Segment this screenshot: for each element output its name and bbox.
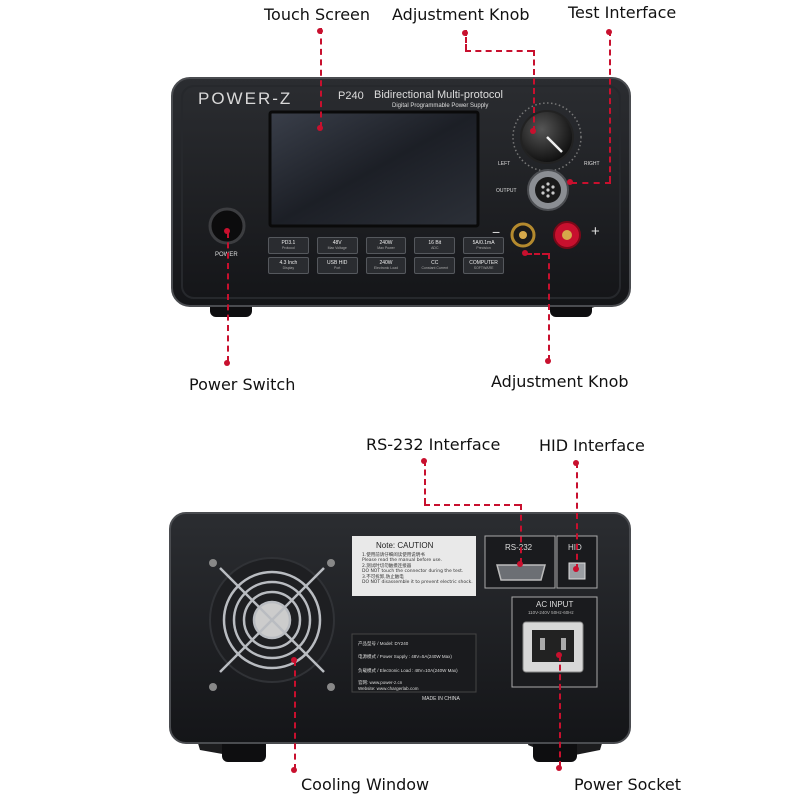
power-supply-line: 电源模式 / Power Supply : 48V=5A(240W Max) (358, 654, 452, 659)
spec-button-bottom: Display (282, 266, 295, 270)
hid-label: HID (568, 543, 582, 552)
rs232-port (496, 564, 546, 581)
callout-cooling-window: Cooling Window (301, 775, 430, 794)
knob-left-label: LEFT (498, 161, 511, 167)
product-line-2: Digital Programmable Power Supply (392, 103, 489, 109)
terminal-minus-label: − (492, 224, 501, 240)
spec-button-top: 16 Bit (428, 240, 442, 246)
spec-button-top: 240W (379, 260, 393, 266)
spec-button-bottom: ADC (431, 246, 439, 250)
caution-line: 1.使用前请仔细阅读使用说明书 (362, 553, 425, 558)
spec-button-bottom: Port (333, 266, 341, 270)
caution-title: Note: CAUTION (376, 541, 434, 550)
ac-input-title: AC INPUT (536, 600, 574, 609)
spec-button-top: COMPUTER (469, 260, 498, 266)
website-line-2: Website: www.chargerlab.com (358, 686, 419, 691)
spec-button-bottom: Constant Current (421, 266, 449, 270)
caution-line: Please read the manual before use. (362, 558, 443, 564)
model-label: P240 (338, 90, 364, 102)
callout-test-interface: Test Interface (568, 3, 677, 22)
spec-button-top: 48V (332, 240, 342, 246)
spec-button-top: 4.3 Inch (279, 260, 298, 266)
callout-adjustment-knob-top: Adjustment Knob (392, 5, 530, 24)
callout-hid-interface: HID Interface (539, 436, 645, 455)
caution-line: DO NOT touch the connector during the te… (362, 569, 464, 575)
rs232-label: RS-232 (505, 543, 533, 552)
load-line: 负载模式 / Electronic Load : 48V=10A(240W Ma… (358, 668, 458, 673)
spec-button-top: PD3.1 (281, 240, 296, 246)
front-device-image (171, 77, 631, 317)
callout-adjustment-knob-bottom: Adjustment Knob (491, 372, 629, 391)
power-label: POWER (215, 252, 238, 258)
rear-device-image (169, 512, 631, 762)
spec-button-bottom: Electronic Load (373, 266, 399, 270)
ac-input-spec: 110V-240V 50Hz-60Hz (528, 610, 574, 615)
callout-power-socket: Power Socket (574, 775, 682, 794)
spec-button-top: 5A/0.1mA (472, 240, 495, 246)
made-in-label: MADE IN CHINA (422, 696, 460, 702)
spec-button-top: USB HID (327, 260, 348, 266)
brand-logo: POWER-Z (198, 89, 293, 108)
caution-line: DO NOT disassemble it to prevent electri… (362, 580, 473, 586)
website-line: 官网: www.power-z.cn (358, 680, 403, 685)
callout-power-switch: Power Switch (189, 375, 296, 394)
knob-right-label: RIGHT (584, 161, 600, 167)
spec-button-bottom: Max Power (377, 246, 395, 250)
spec-button-bottom: SOFTWARE (473, 266, 494, 270)
spec-button-bottom: Max Voltage (327, 246, 347, 250)
caution-line: 3.不可拆卸,防止触电 (362, 574, 404, 580)
rear-label-plate (352, 536, 476, 596)
terminal-plus-label: + (591, 223, 600, 240)
callout-touch-screen: Touch Screen (264, 5, 371, 24)
spec-button-top: 240W (379, 240, 393, 246)
spec-button-bottom: Protocol (281, 246, 295, 250)
caution-line: 2.测试时切勿触摸连接器 (362, 563, 412, 569)
spec-button-top: CC (431, 260, 439, 266)
output-label: OUTPUT (496, 188, 517, 194)
model-line: 产品型号 / Model: DY240 (358, 641, 409, 646)
cooling-fan (209, 557, 335, 691)
callout-rs232-interface: RS-232 Interface (366, 435, 501, 454)
product-line-1: Bidirectional Multi-protocol (374, 89, 503, 101)
spec-button-bottom: Precision (476, 246, 491, 250)
touch-screen (268, 110, 480, 228)
